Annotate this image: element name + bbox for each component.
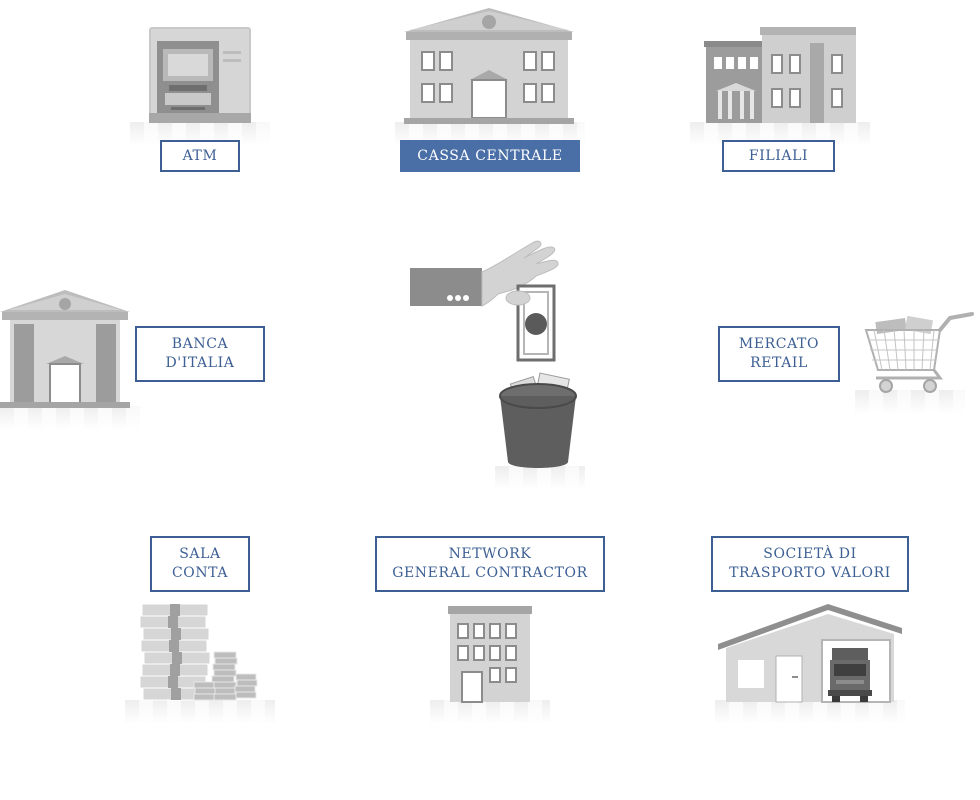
branch-office-icon <box>704 27 856 123</box>
warehouse-truck-icon <box>718 604 902 703</box>
shopping-cart-icon <box>864 312 974 393</box>
sala-conta-label[interactable]: SALA CONTA <box>150 536 250 592</box>
atm-label[interactable]: ATM <box>160 140 240 172</box>
floor-shadow <box>430 700 550 724</box>
cassa-centrale-label[interactable]: CASSA CENTRALE <box>400 140 580 172</box>
cash-stacks-icon <box>139 603 258 701</box>
floor-shadow <box>0 406 140 430</box>
floor-shadow <box>715 700 905 724</box>
mercato-retail-label[interactable]: MERCATO RETAIL <box>718 326 840 382</box>
floor-shadow <box>855 390 965 414</box>
office-building-icon <box>448 606 532 703</box>
hand-banknote-bin-icon <box>410 240 577 468</box>
banca-italia-label[interactable]: BANCA D'ITALIA <box>135 326 265 382</box>
societa-label[interactable]: SOCIETÀ DI TRASPORTO VALORI <box>711 536 909 592</box>
atm-icon <box>149 27 251 123</box>
network-label[interactable]: NETWORK GENERAL CONTRACTOR <box>375 536 605 592</box>
floor-shadow <box>495 466 585 490</box>
bank-building-icon <box>404 8 574 124</box>
filiali-label[interactable]: FILIALI <box>722 140 835 172</box>
central-bank-icon <box>0 290 130 408</box>
floor-shadow <box>125 700 275 724</box>
